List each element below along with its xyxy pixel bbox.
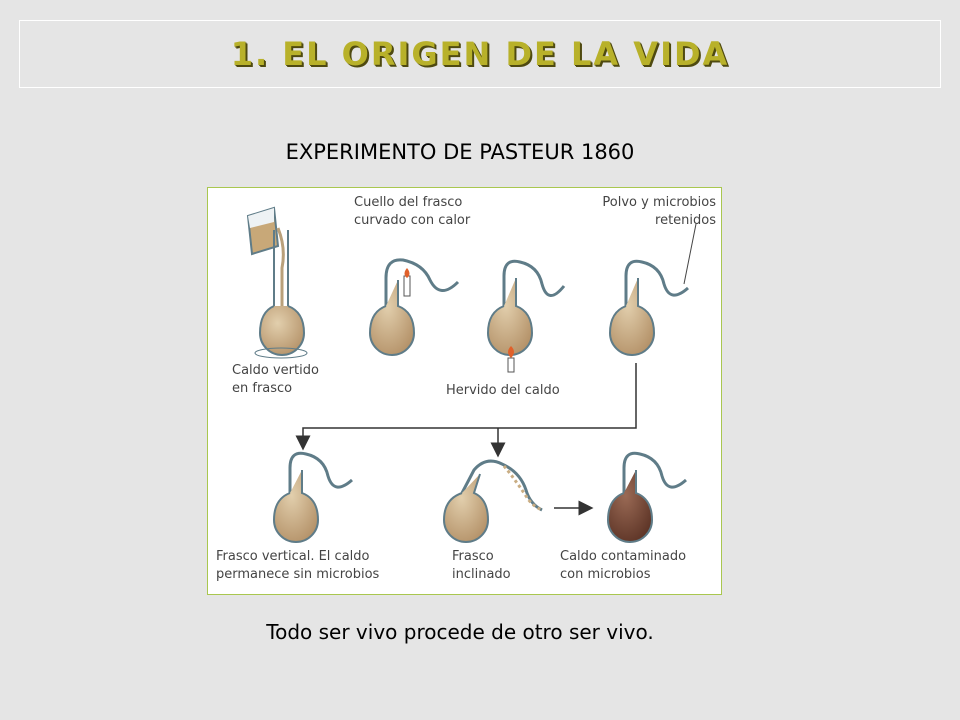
- conclusion-caption: Todo ser vivo procede de otro ser vivo.: [266, 620, 654, 644]
- label-cuello-1: Cuello del frasco: [354, 195, 462, 210]
- label-contaminado-1: Caldo contaminado: [560, 549, 686, 564]
- flask-pouring: [246, 206, 308, 359]
- label-caldo-1: Caldo vertido: [232, 363, 319, 378]
- label-cuello-2: curvado con calor: [354, 213, 471, 228]
- flow-connector: [295, 363, 637, 458]
- label-contaminado-2: con microbios: [560, 567, 651, 582]
- label-inclinado-2: inclinado: [452, 567, 511, 582]
- pasteur-illustration: Cuello del frasco curvado con calor Polv…: [216, 195, 716, 582]
- label-vertical-1: Frasco vertical. El caldo: [216, 549, 370, 564]
- label-inclinado-1: Frasco: [452, 549, 494, 564]
- flask-contaminated: [606, 451, 687, 543]
- label-caldo-2: en frasco: [232, 381, 292, 396]
- pasteur-experiment-figure: Cuello del frasco curvado con calor Polv…: [207, 187, 722, 595]
- flask-curving: [368, 258, 460, 356]
- flask-boiling: [486, 259, 566, 373]
- label-hervido: Hervido del caldo: [446, 383, 560, 398]
- title-box: 1. EL ORIGEN DE LA VIDA: [19, 20, 941, 88]
- experiment-subtitle: EXPERIMENTO DE PASTEUR 1860: [285, 140, 635, 164]
- page-title: 1. EL ORIGEN DE LA VIDA: [230, 35, 730, 73]
- flask-inclined: [442, 459, 543, 543]
- flask-vertical: [272, 451, 353, 543]
- flask-dust-retained: [608, 223, 697, 356]
- label-vertical-2: permanece sin microbios: [216, 567, 380, 582]
- label-polvo-1: Polvo y microbios: [602, 195, 716, 210]
- label-polvo-2: retenidos: [655, 213, 716, 228]
